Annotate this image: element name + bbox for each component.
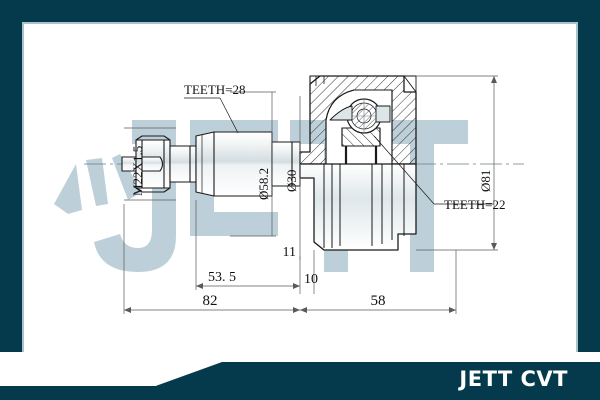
drawing-canvas: TEETH=28 TEETH=22 M22X1.5 Ø58.2 Ø30 Ø81 … <box>24 24 576 352</box>
label-length-53-5: 53. 5 <box>208 270 236 285</box>
label-diameter-81: Ø81 <box>478 170 493 192</box>
label-diameter-30: Ø30 <box>284 170 299 192</box>
cv-joint-technical-drawing: TEETH=28 TEETH=22 M22X1.5 Ø58.2 Ø30 Ø81 … <box>84 75 524 314</box>
label-teeth-28: TEETH=28 <box>184 82 245 97</box>
label-teeth-22: TEETH=22 <box>444 197 505 212</box>
label-length-82: 82 <box>203 293 218 309</box>
dimension-layer <box>123 75 498 314</box>
banner-angled-shape <box>128 362 600 396</box>
label-length-11: 11 <box>283 245 296 260</box>
shaft-small <box>169 145 197 183</box>
retainer-pin <box>141 156 164 172</box>
label-diameter-58-2: Ø58.2 <box>256 168 271 200</box>
label-length-58: 58 <box>371 293 386 309</box>
bottom-banner <box>0 352 600 400</box>
label-length-10: 10 <box>304 272 318 287</box>
banner-label: JETT CVT <box>459 367 568 391</box>
label-thread-spec: M22X1.5 <box>130 146 145 196</box>
